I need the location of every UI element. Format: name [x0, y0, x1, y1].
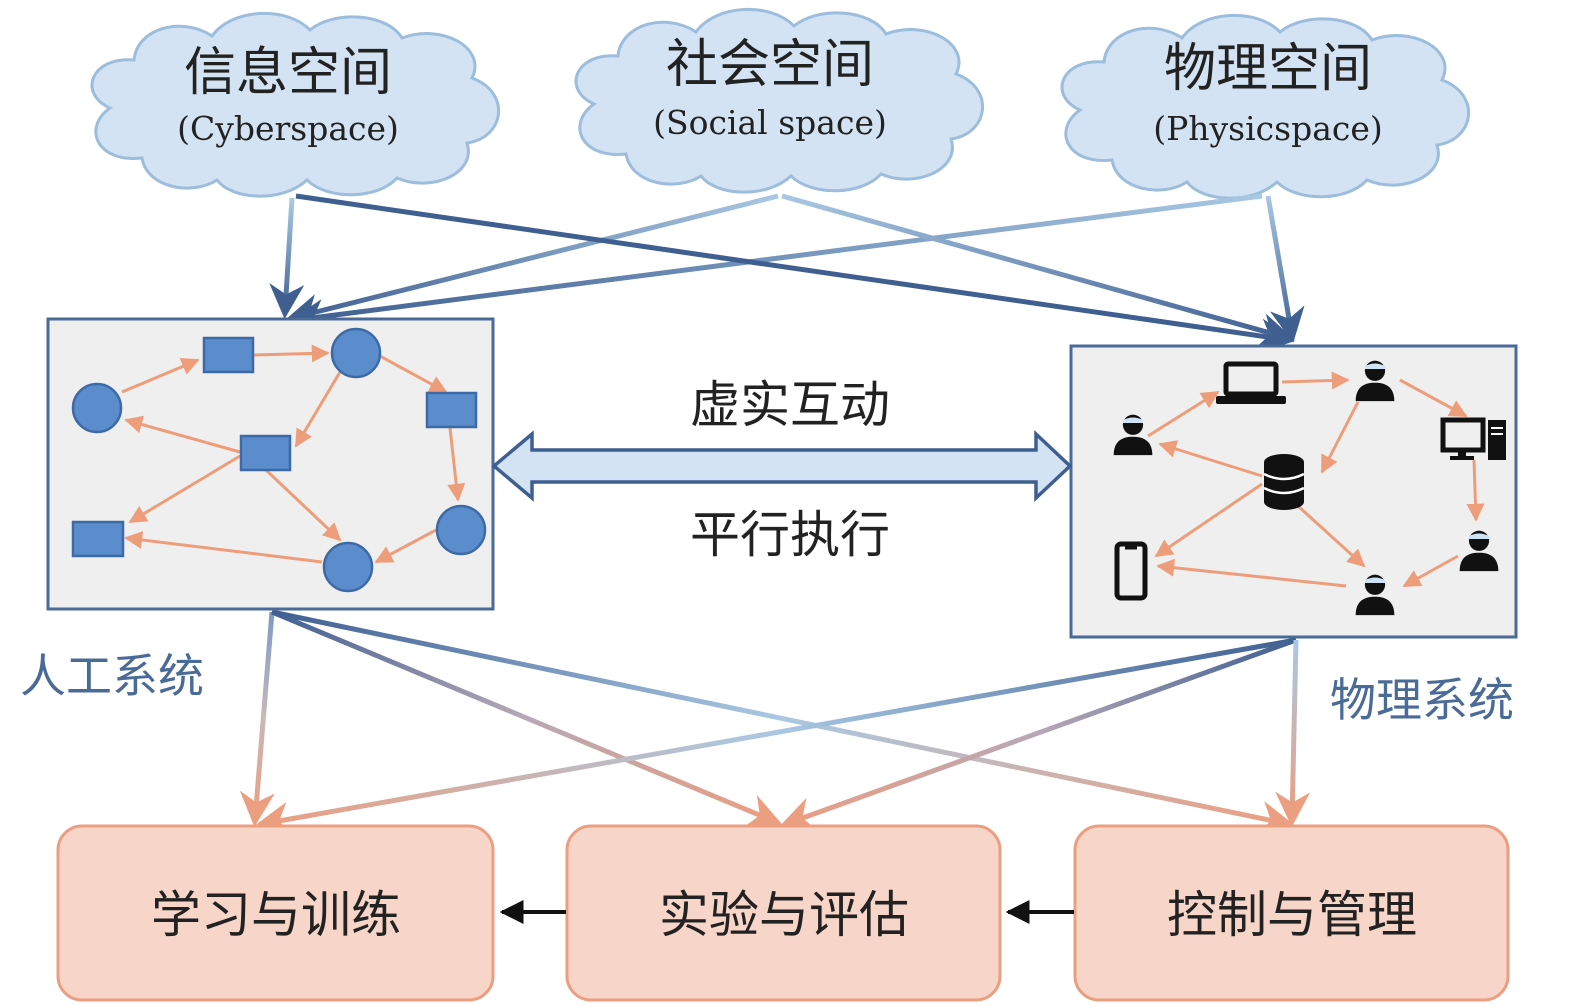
square-node: [239, 434, 292, 472]
graph-edge: [294, 371, 342, 448]
arrow-physic-to-physical: [1265, 195, 1305, 343]
interaction-top-label: 虚实互动: [690, 376, 890, 434]
cloud-subtitle: (Cyberspace): [177, 109, 399, 148]
box-label: 控制与管理: [1167, 886, 1417, 944]
graph-edge: [1466, 459, 1485, 522]
system-to-box-arrows: [239, 609, 1311, 837]
artificial-nodes: [71, 327, 487, 593]
graph-edge: [124, 415, 241, 454]
arrow-physical-to-control: [1275, 639, 1311, 827]
cloud-to-system-arrows: [269, 193, 1305, 354]
graph-edge: [253, 344, 330, 363]
arrow-artificial-to-learning: [239, 611, 275, 827]
graph-edge: [1154, 482, 1263, 558]
laptop-icon: [1216, 361, 1286, 404]
graph-edge: [374, 528, 437, 564]
cloud-physicspace: 物理空间 (Physicspace): [1060, 13, 1471, 200]
graph-edge: [1320, 401, 1360, 474]
physical-system-panel: [1069, 344, 1518, 639]
graph-edge: [264, 468, 342, 542]
cloud-subtitle: (Physicspace): [1153, 109, 1383, 148]
cloud-title: 物理空间: [1164, 39, 1372, 99]
box-control-management: 控制与管理: [1073, 824, 1510, 1002]
arrow-physical-to-learning: [255, 637, 1297, 837]
cloud-social-space: 社会空间 (Social space): [574, 7, 985, 194]
graph-edge: [1158, 440, 1263, 478]
box-learning-training: 学习与训练: [56, 824, 495, 1002]
cloud-cyberspace: 信息空间 (Cyberspace): [90, 11, 501, 198]
smartphone-icon: [1114, 541, 1148, 601]
cloud-title: 信息空间: [184, 43, 392, 103]
box-experiment-evaluation: 实验与评估: [565, 824, 1002, 1002]
cloud-subtitle: (Social space): [653, 103, 887, 142]
square-node: [425, 391, 478, 429]
graph-edge: [1281, 371, 1350, 390]
graph-edge: [1156, 558, 1347, 588]
arrow-artificial-to-control: [271, 609, 1295, 836]
interaction-double-arrow: 虚实互动 平行执行: [491, 376, 1073, 564]
box-label: 实验与评估: [659, 886, 909, 944]
physical-system-label: 物理系统: [1330, 673, 1514, 727]
artificial-system-panel: [46, 317, 495, 611]
desktop-computer-icon: [1440, 417, 1506, 460]
graph-edge: [124, 531, 323, 564]
graph-edge: [1296, 504, 1366, 568]
circle-node: [435, 504, 487, 556]
arrow-artificial-to-experiment: [271, 609, 783, 828]
circle-node: [330, 327, 382, 379]
graph-edge: [121, 357, 200, 394]
graph-edge: [1147, 390, 1220, 438]
artificial-edges: [121, 344, 466, 564]
graph-edge: [1399, 378, 1468, 418]
database-icon: [1263, 454, 1305, 510]
graph-edge: [377, 353, 448, 394]
graph-edge: [128, 454, 241, 524]
arrow-social-to-artificial: [285, 193, 779, 329]
interaction-bottom-label: 平行执行: [690, 506, 890, 564]
arrow-physical-to-experiment: [779, 637, 1297, 831]
graph-edge: [447, 427, 466, 502]
artificial-system-label: 人工系统: [20, 649, 204, 703]
circle-node: [71, 382, 123, 434]
arrow-cyber-to-physical: [295, 193, 1295, 354]
square-node: [202, 336, 255, 374]
arrow-cyber-to-artificial: [269, 197, 305, 319]
box-label: 学习与训练: [151, 886, 401, 944]
cloud-title: 社会空间: [666, 35, 874, 95]
physical-edges: [1147, 371, 1485, 588]
arrow-physic-to-artificial: [289, 193, 1263, 334]
arrow-social-to-physical: [781, 193, 1295, 348]
graph-edge: [1402, 554, 1459, 588]
square-node: [71, 520, 125, 558]
circle-node: [322, 541, 374, 593]
